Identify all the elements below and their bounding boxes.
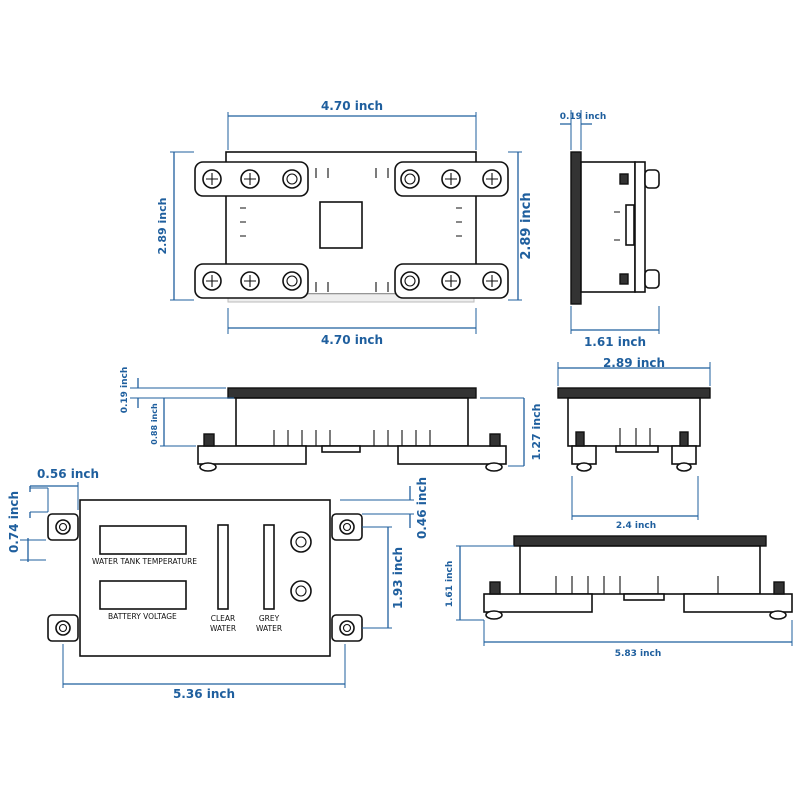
dim-end-width: 2.89 inch (603, 356, 665, 370)
dim-bottom-width: 5.83 inch (615, 649, 662, 659)
panel-ears (47, 513, 363, 642)
end-plate (557, 387, 711, 399)
side-plate (570, 151, 582, 305)
display-top-label: WATER TANK TEMPERATURE (92, 557, 197, 566)
display-bottom-label: BATTERY VOLTAGE (108, 612, 177, 621)
dim-panel-width: 5.36 inch (173, 687, 235, 701)
dim-top-width-bottom: 4.70 inch (321, 333, 383, 347)
top-view: 4.70 inch 4.70 inch 2.89 inch 2.89 inch (156, 99, 534, 347)
side-view: 0.19 inch 1.61 inch (560, 110, 660, 349)
bottom-bar-left-view (483, 593, 593, 613)
dim-end-base: 2.4 inch (616, 521, 656, 531)
display-top (99, 525, 187, 555)
center-connector (319, 201, 363, 249)
pin-slots (240, 168, 462, 292)
dim-front-body: 0.88 inch (150, 403, 159, 445)
bottom-bar-right-view (683, 593, 793, 613)
dim-front-height: 1.27 inch (530, 404, 543, 461)
dim-panel-ear-width: 0.56 inch (37, 467, 99, 481)
clear-water-bar (217, 524, 229, 610)
dim-front-thickness: 0.19 inch (120, 367, 130, 414)
end-view: 2.89 inch 2.4 inch (557, 356, 711, 531)
dim-side-thickness: 0.19 inch (560, 112, 607, 122)
dim-top-height-right: 2.89 inch (519, 192, 534, 259)
grey-water-label-2: WATER (256, 624, 282, 633)
front-body (235, 397, 469, 447)
dim-panel-top-offset: 0.46 inch (415, 477, 429, 539)
dim-side-depth: 1.61 inch (584, 335, 646, 349)
dim-top-width-top: 4.70 inch (321, 99, 383, 113)
bottom-view: 1.61 inch 5.83 inch (445, 535, 793, 659)
clear-water-label-2: WATER (210, 624, 236, 633)
grey-water-bar (263, 524, 275, 610)
grey-water-label-1: GREY (259, 614, 280, 623)
display-bottom (99, 580, 187, 610)
front-pins (273, 430, 431, 446)
front-bar-right (397, 445, 507, 465)
dim-panel-hole-spacing: 1.93 inch (391, 547, 405, 609)
dim-top-height-left: 2.89 inch (156, 198, 169, 255)
front-panel: WATER TANK TEMPERATURE BATTERY VOLTAGE C… (7, 467, 429, 701)
bottom-pins (555, 576, 719, 594)
panel-button-top (290, 531, 312, 553)
bottom-body (519, 545, 761, 595)
dim-bottom-height: 1.61 inch (445, 561, 455, 608)
clear-water-label-1: CLEAR (211, 614, 236, 623)
dim-panel-ear-height: 0.74 inch (7, 491, 21, 553)
screw-icons (202, 169, 502, 291)
front-plate (227, 387, 477, 399)
panel-frame (79, 499, 331, 657)
side-knob-bottom (644, 269, 660, 289)
side-knob-top (644, 169, 660, 189)
front-bar-left (197, 445, 307, 465)
panel-button-bottom (290, 580, 312, 602)
bottom-plate (513, 535, 767, 547)
front-view: 0.19 inch 0.88 inch 1.27 inch (120, 367, 543, 472)
